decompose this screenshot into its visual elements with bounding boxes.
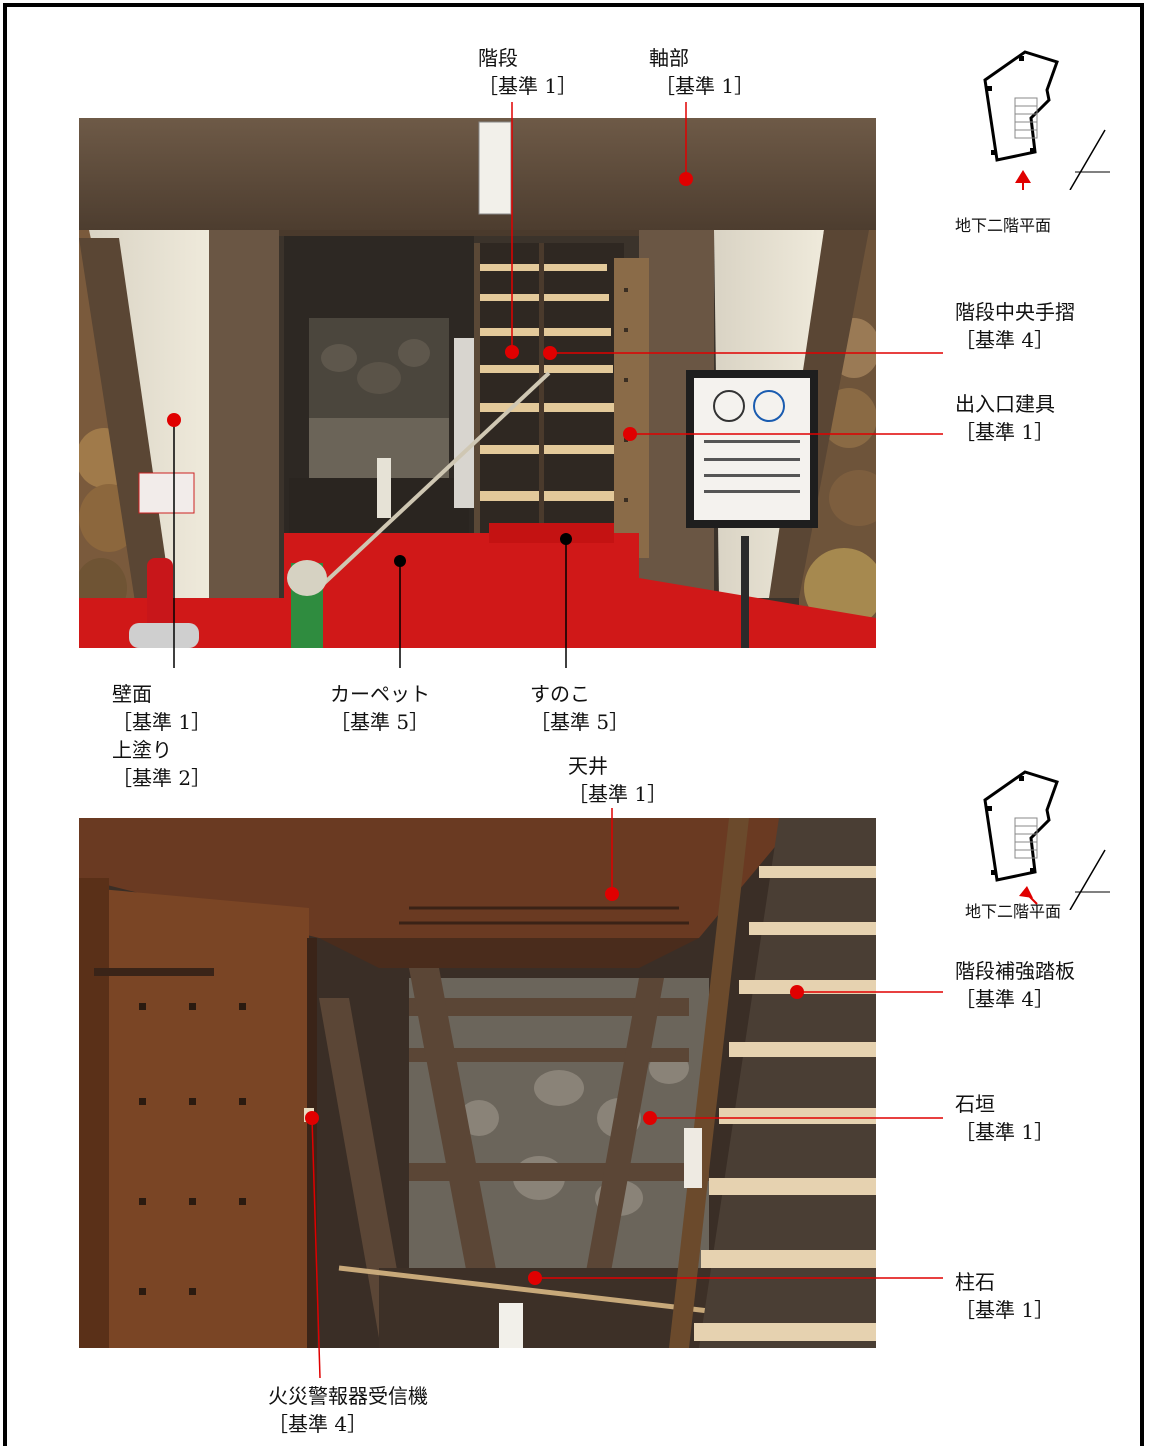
- label-hekimen: 壁面 ［基準 1］ 上塗り ［基準 2］: [112, 680, 211, 792]
- label-standard: ［基準 1］: [568, 782, 668, 806]
- label-standard: ［基準 4］: [955, 328, 1055, 352]
- label-name: 階段補強踏板: [955, 959, 1075, 983]
- label-name: 柱石: [955, 1270, 995, 1294]
- label-hokyo: 階段補強踏板 ［基準 4］: [955, 957, 1075, 1013]
- label-standard-2: ［基準 2］: [112, 766, 212, 790]
- label-kasai: 火災警報器受信機 ［基準 4］: [268, 1382, 428, 1438]
- label-carpet: カーペット ［基準 5］: [330, 680, 430, 736]
- label-kaidan: 階段 ［基準 1］: [478, 44, 577, 100]
- label-standard: ［基準 1］: [955, 1120, 1055, 1144]
- label-name: すのこ: [530, 682, 590, 706]
- label-standard: ［基準 1］: [955, 420, 1055, 444]
- label-name-2: 上塗り: [112, 738, 172, 762]
- floor-plan-diagram: [983, 50, 1110, 190]
- label-standard: ［基準 1］: [112, 710, 212, 734]
- label-standard: ［基準 1］: [478, 74, 578, 98]
- label-ishigaki: 石垣 ［基準 1］: [955, 1090, 1054, 1146]
- view-arrow-icon: [1015, 170, 1031, 183]
- label-standard: ［基準 5］: [330, 710, 430, 734]
- plan-caption: 地下二階平面: [965, 902, 1062, 921]
- label-name: 天井: [568, 754, 608, 778]
- label-hashiraishi: 柱石 ［基準 1］: [955, 1268, 1054, 1324]
- label-tategu: 出入口建具 ［基準 1］: [955, 390, 1055, 446]
- label-standard: ［基準 1］: [955, 1298, 1055, 1322]
- label-standard: ［基準 4］: [955, 987, 1055, 1011]
- label-name: カーペット: [330, 682, 430, 706]
- label-standard: ［基準 5］: [530, 710, 630, 734]
- label-standard: ［基準 4］: [268, 1412, 368, 1436]
- page-border: [3, 3, 1144, 1446]
- photo-entrance-staircase: [79, 118, 876, 648]
- label-name: 階段中央手摺: [955, 300, 1075, 324]
- photo-basement-interior: [79, 818, 876, 1348]
- label-name: 石垣: [955, 1092, 995, 1116]
- label-tenjo: 天井 ［基準 1］: [568, 752, 667, 808]
- view-arrow-icon: [1019, 886, 1033, 898]
- label-name: 階段: [478, 46, 518, 70]
- label-sunoko: すのこ ［基準 5］: [530, 680, 629, 736]
- label-name: 火災警報器受信機: [268, 1384, 428, 1408]
- label-name: 軸部: [649, 46, 689, 70]
- label-jikubu: 軸部 ［基準 1］: [649, 44, 754, 100]
- label-name: 壁面: [112, 682, 152, 706]
- plan-caption: 地下二階平面: [955, 216, 1052, 235]
- floor-plan-diagram: [983, 770, 1110, 910]
- label-name: 出入口建具: [955, 392, 1055, 416]
- label-standard: ［基準 1］: [655, 74, 755, 98]
- label-tesuri: 階段中央手摺 ［基準 4］: [955, 298, 1075, 354]
